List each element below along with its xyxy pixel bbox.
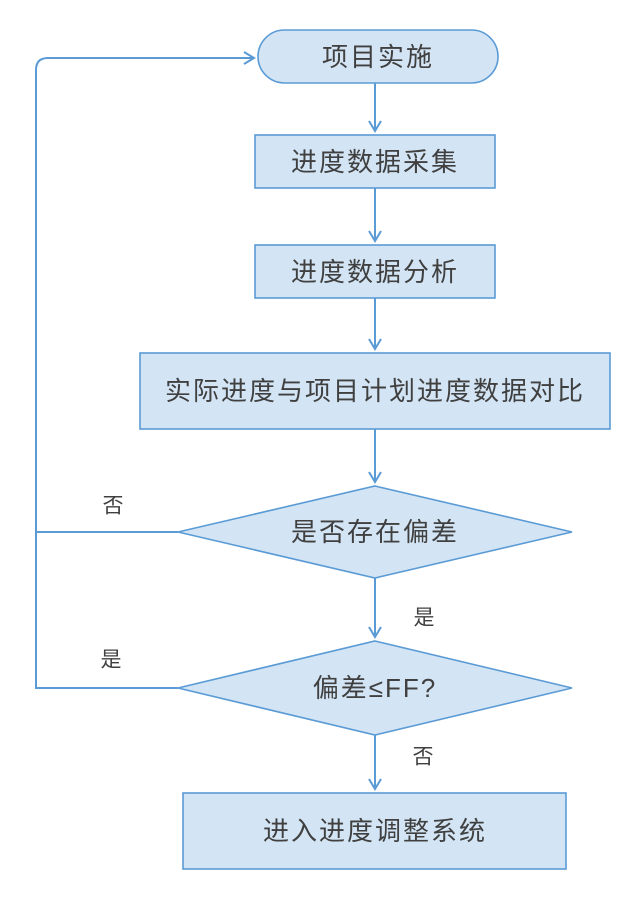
node-analyze-label: 进度数据分析 — [291, 257, 459, 287]
edge-label-within-ff-yes: 是 — [101, 649, 122, 672]
node-adjust-system-label: 进入进度调整系统 — [263, 816, 487, 846]
node-collect: 进度数据采集 — [254, 134, 496, 189]
node-has-deviation-label: 是否存在偏差 — [291, 517, 459, 547]
edge-label-has-deviation-yes: 是 — [414, 607, 435, 630]
edge-label-has-deviation-no: 否 — [103, 495, 124, 518]
node-collect-label: 进度数据采集 — [291, 147, 459, 177]
collect-process-shape — [254, 134, 496, 189]
node-deviation-within-ff-label: 偏差≤FF? — [313, 673, 438, 703]
has-deviation-decision-shape — [177, 485, 573, 579]
node-compare-label: 实际进度与项目计划进度数据对比 — [165, 376, 585, 406]
compare-process-shape — [139, 352, 611, 430]
node-deviation-within-ff: 偏差≤FF? — [177, 640, 573, 736]
adjust-system-process-shape — [182, 792, 567, 870]
node-start-label: 项目实施 — [322, 42, 434, 72]
node-start: 项目实施 — [257, 29, 499, 84]
node-analyze: 进度数据分析 — [254, 244, 496, 299]
connector-loopback-to-start — [35, 51, 256, 689]
node-has-deviation: 是否存在偏差 — [177, 485, 573, 579]
within-ff-decision-shape — [177, 640, 573, 736]
node-adjust-system: 进入进度调整系统 — [182, 792, 567, 870]
analyze-process-shape — [254, 244, 496, 299]
start-terminator-shape — [257, 29, 499, 84]
edge-label-within-ff-no: 否 — [413, 746, 434, 769]
node-compare: 实际进度与项目计划进度数据对比 — [139, 352, 611, 430]
